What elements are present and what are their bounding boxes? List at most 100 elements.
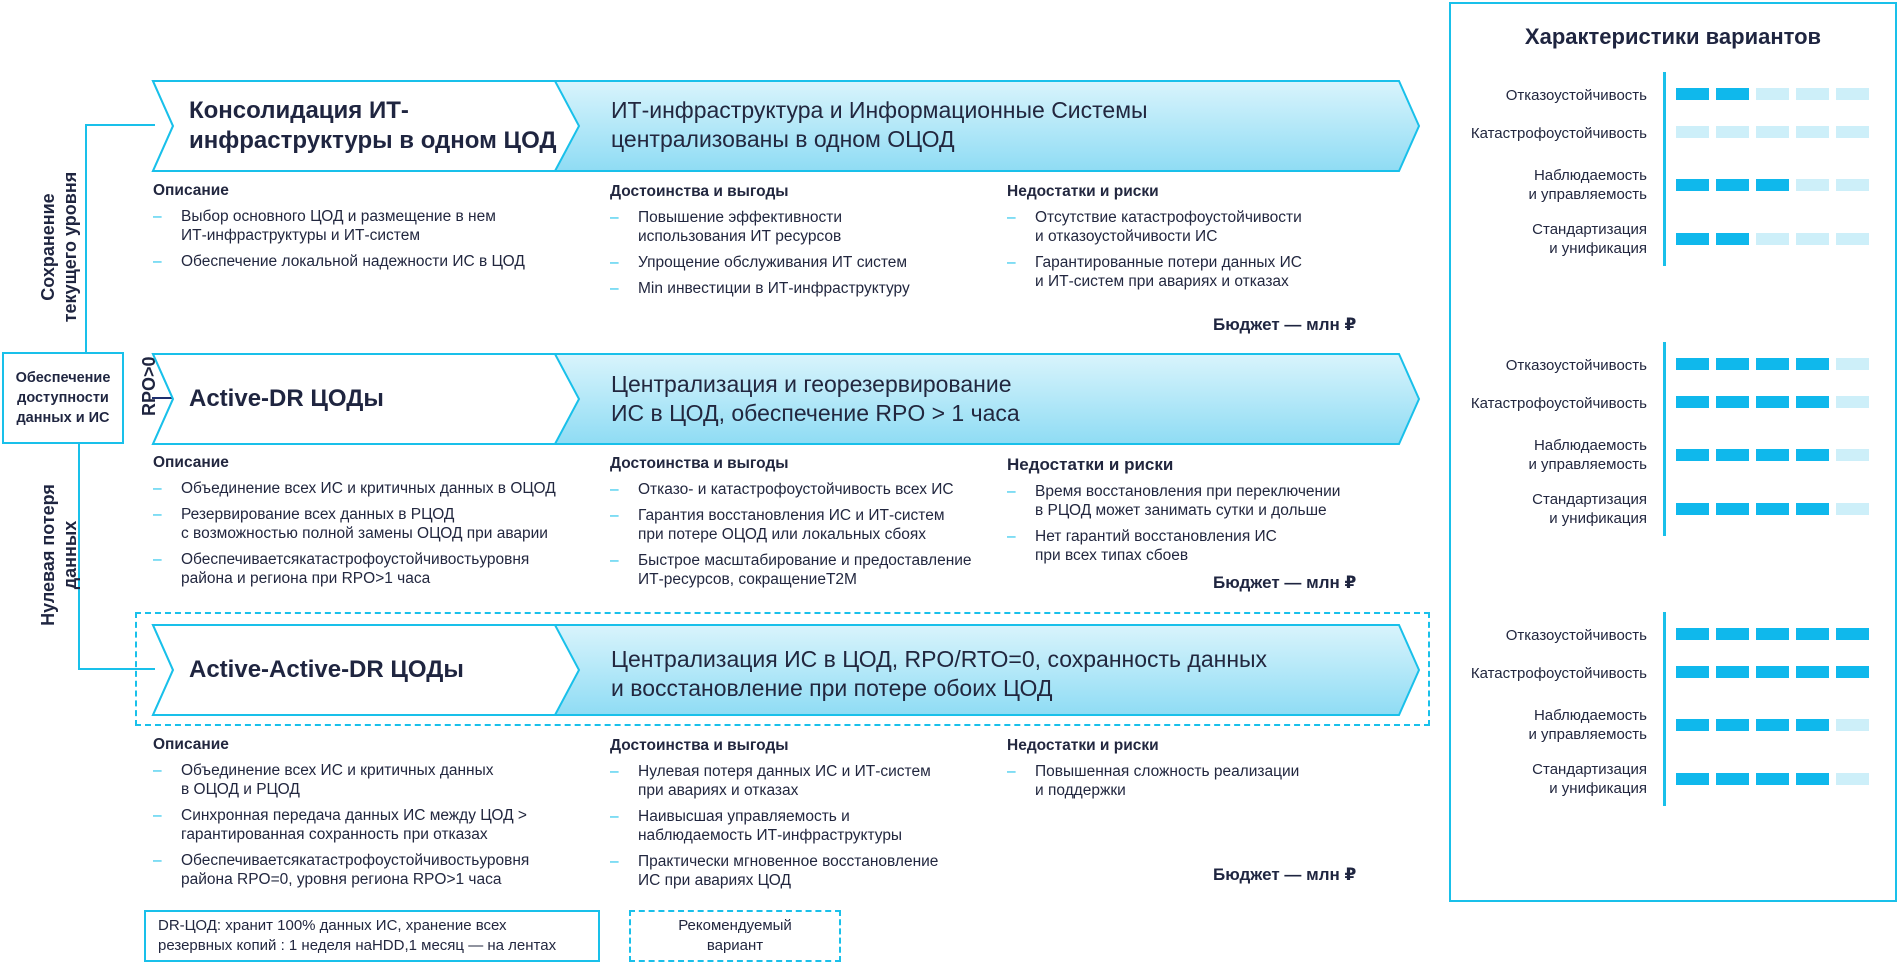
list-item: –Резервирование всех данных в РЦОД с воз… — [153, 506, 548, 542]
rating-segment — [1756, 628, 1789, 640]
column-header: Описание — [153, 182, 229, 199]
list-item: –Быстрое масштабирование и предоставлени… — [610, 552, 972, 588]
rating-segment — [1756, 773, 1789, 785]
rating-segment — [1796, 449, 1829, 461]
list-item: –Практически мгновенное восстановление И… — [610, 853, 939, 889]
rating-segment — [1836, 88, 1869, 100]
connector-top-vertical — [85, 124, 87, 352]
dr-note: DR-ЦОД: хранит 100% данных ИС, хранение … — [144, 910, 600, 962]
option-description: Централизация ИС в ЦОД, RPO/RTO=0, сохра… — [611, 646, 1268, 701]
list-item: –Наивысшая управляемость и наблюдаемость… — [610, 808, 903, 844]
rating-segment — [1796, 233, 1829, 245]
option3-cons-col: Недостатки и риски –Повышенная сложность… — [1007, 737, 1407, 807]
rating-segment — [1836, 126, 1869, 138]
rating-segment — [1756, 396, 1789, 408]
characteristic-label: Катастрофоустойчивость — [1470, 395, 1647, 412]
characteristics-panel: Характеристики вариантов Отказоустойчиво… — [1449, 2, 1897, 902]
column-header: Описание — [153, 454, 229, 471]
column-header: Достоинства и выгоды — [610, 455, 789, 472]
rating-segment — [1756, 449, 1789, 461]
column-header: Недостатки и риски — [1007, 183, 1159, 200]
rating-segment — [1836, 449, 1869, 461]
characteristic-label: Стандартизация и унификация — [1532, 761, 1647, 797]
rating-segment — [1756, 666, 1789, 678]
rating-segment — [1836, 179, 1869, 191]
rating-segment — [1716, 358, 1749, 370]
list-item: –Обеспечение локальной надежности ИС в Ц… — [153, 253, 525, 270]
rating-segment — [1676, 358, 1709, 370]
characteristic-label: Отказоустойчивость — [1505, 87, 1647, 104]
item-text: Объединение всех ИС и критичных данных в… — [181, 480, 556, 497]
characteristic-label: Катастрофоустойчивость — [1470, 125, 1647, 142]
rating-segment — [1676, 628, 1709, 640]
item-text: Быстрое масштабирование и предоставление… — [638, 552, 972, 588]
option3-pros-col: Достоинства и выгоды –Нулевая потеря дан… — [610, 737, 1000, 897]
rating-segment — [1796, 628, 1829, 640]
item-text: Нулевая потеря данных ИС и ИТ-систем при… — [638, 763, 931, 799]
rating-segment — [1756, 233, 1789, 245]
list-item: –Гарантированные потери данных ИС и ИТ-с… — [1007, 254, 1302, 290]
rating-segment — [1676, 233, 1709, 245]
column-header: Недостатки и риски — [1007, 737, 1159, 754]
item-text: Практически мгновенное восстановление ИС… — [638, 853, 939, 889]
characteristic-label: Наблюдаемость и управляемость — [1528, 167, 1647, 203]
item-text: Гарантия восстановления ИС и ИТ-систем п… — [638, 507, 945, 543]
column-header: Недостатки и риски — [1007, 455, 1174, 474]
list-item: –Объединение всех ИС и критичных данных … — [153, 762, 494, 798]
option2-description-col: Описание –Объединение всех ИС и критичны… — [153, 454, 603, 595]
list-item: –Упрощение обслуживания ИТ систем — [610, 254, 908, 271]
rating-segment — [1796, 719, 1829, 731]
rating-segment — [1836, 233, 1869, 245]
budget-label: Бюджет — млн ₽ — [1213, 573, 1357, 592]
rating-segment — [1796, 88, 1829, 100]
column-header: Достоинства и выгоды — [610, 183, 789, 200]
connector-bottom-horizontal — [78, 668, 155, 670]
panel-title: Характеристики вариантов — [1524, 24, 1822, 49]
rating-segment — [1676, 126, 1709, 138]
rating-segment — [1836, 628, 1869, 640]
connector-bottom-vertical — [78, 444, 80, 670]
rating-segment — [1796, 179, 1829, 191]
rating-segment — [1716, 179, 1749, 191]
list-item: –Выбор основного ЦОД и размещение в нем … — [153, 208, 496, 244]
rating-segment — [1756, 503, 1789, 515]
list-item: –Время восстановления при переключении в… — [1007, 483, 1341, 519]
option-arrow-consolidation: Консолидация ИТ- инфраструктуры в одном … — [151, 79, 1421, 173]
item-text: Выбор основного ЦОД и размещение в нем И… — [181, 208, 496, 244]
connector-top-horizontal — [85, 124, 155, 126]
item-text: Наивысшая управляемость и наблюдаемость … — [638, 808, 903, 844]
item-text: Резервирование всех данных в РЦОД с возм… — [181, 506, 548, 542]
item-text: Min инвестиции в ИТ-инфраструктуру — [638, 280, 910, 297]
connector-middle — [152, 397, 176, 399]
rating-segment — [1796, 396, 1829, 408]
characteristic-label: Стандартизация и унификация — [1532, 491, 1647, 527]
recommended-frame — [135, 612, 1430, 726]
item-text: Повышение эффективности использования ИТ… — [638, 209, 843, 245]
rating-segment — [1796, 666, 1829, 678]
option-title: Active-DR ЦОДы — [189, 385, 384, 412]
list-item: –Отказо- и катастрофоустойчивость всех И… — [610, 481, 954, 498]
list-item: –Нет гарантий восстановления ИС при всех… — [1007, 528, 1277, 564]
item-text: Объединение всех ИС и критичных данных в… — [181, 762, 494, 798]
option-title: Консолидация ИТ- инфраструктуры в одном … — [189, 97, 557, 154]
rating-segment — [1796, 503, 1829, 515]
rating-segment — [1796, 126, 1829, 138]
rating-segment — [1676, 179, 1709, 191]
rating-segment — [1796, 773, 1829, 785]
list-item: –Гарантия восстановления ИС и ИТ-систем … — [610, 507, 945, 543]
rating-segment — [1716, 719, 1749, 731]
option1-description-col: Описание –Выбор основного ЦОД и размещен… — [153, 182, 593, 278]
item-text: Нет гарантий восстановления ИС при всех … — [1035, 528, 1277, 564]
budget-label: Бюджет — млн ₽ — [1213, 865, 1357, 884]
characteristic-label: Отказоустойчивость — [1505, 627, 1647, 644]
budget-label: Бюджет — млн ₽ — [1213, 315, 1357, 334]
rating-segment — [1676, 503, 1709, 515]
list-item: –Min инвестиции в ИТ-инфраструктуру — [610, 280, 910, 297]
option-arrow-active-dr: Active-DR ЦОДы Централизация и георезерв… — [151, 352, 1421, 446]
option1-cons-col: Недостатки и риски –Отсутствие катастроф… — [1007, 183, 1407, 298]
option3-description-col: Описание –Объединение всех ИС и критичны… — [153, 736, 603, 896]
list-item: –Синхронная передача данных ИС между ЦОД… — [153, 807, 527, 843]
option-description: Централизация и георезервирование ИС в Ц… — [611, 371, 1020, 426]
column-header: Достоинства и выгоды — [610, 737, 789, 754]
rating-segment — [1716, 88, 1749, 100]
